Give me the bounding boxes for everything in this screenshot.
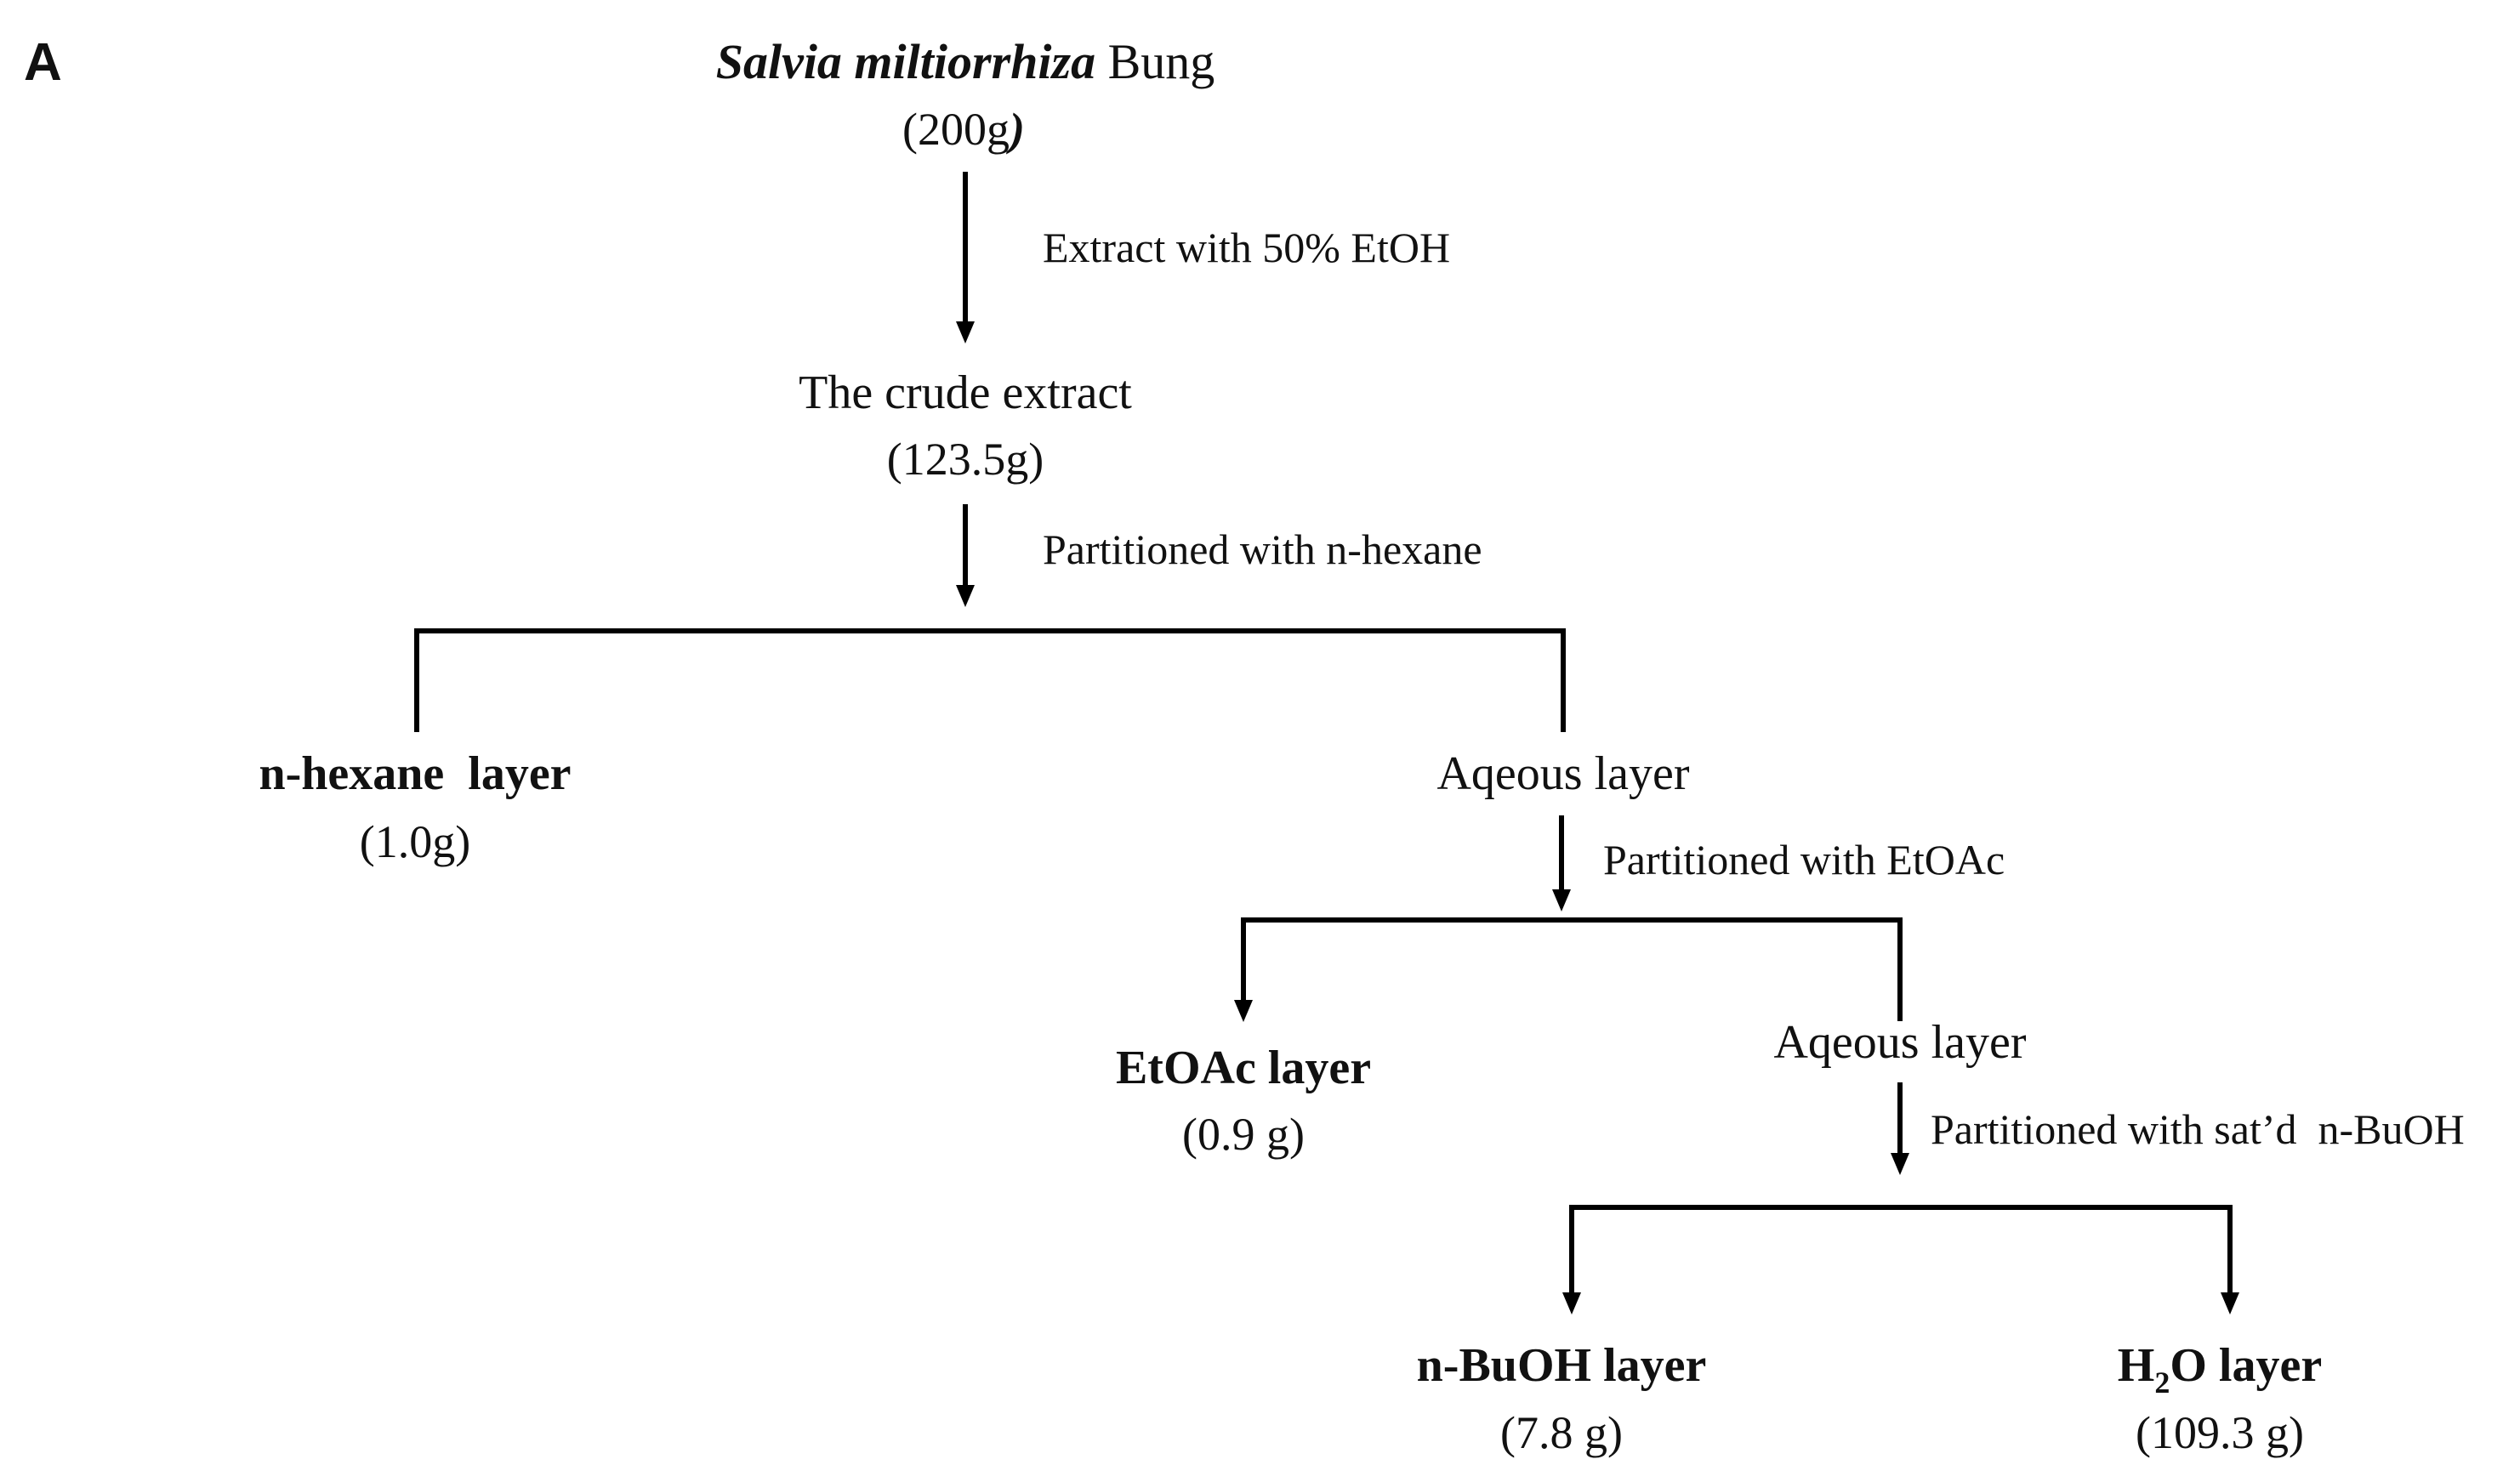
step-etoac-label: Partitioned with EtOAc <box>1603 836 2005 883</box>
step-extract-label: Extract with 50% EtOH <box>1043 224 1450 271</box>
crude-extract-amount: (123.5g) <box>887 434 1044 485</box>
buoh-layer-amount: (7.8 g) <box>1500 1407 1623 1458</box>
arrowhead-buoh-right <box>2221 1292 2239 1314</box>
buoh-layer-label: n-BuOH layer <box>1417 1339 1707 1392</box>
water-layer-amount: (109.3 g) <box>2136 1407 2304 1458</box>
etoac-layer-label: EtOAc layer <box>1116 1042 1371 1094</box>
water-layer-label: H2O layer <box>2118 1339 2322 1400</box>
aqueous-layer-1-label: Aqeous layer <box>1436 747 1689 800</box>
crude-extract-label: The crude extract <box>799 366 1132 419</box>
bracket-hexane-split <box>414 628 1566 732</box>
aqueous-layer-2-label: Aqeous layer <box>1773 1016 2026 1069</box>
arrowhead-etoac-partition <box>1552 889 1571 911</box>
hexane-layer-amount: (1.0g) <box>360 816 470 867</box>
source-amount: (200g) <box>902 104 1025 155</box>
step-buoh-label: Partitioned with sat’d n-BuOH <box>1931 1105 2465 1153</box>
source-species: Salvia miltiorrhiza <box>716 34 1095 89</box>
hexane-layer-label: n-hexane layer <box>259 747 571 800</box>
source-name: Salvia miltiorrhiza Bung <box>716 34 1215 89</box>
etoac-layer-amount: (0.9 g) <box>1182 1109 1305 1160</box>
water-label-h: H <box>2118 1339 2155 1392</box>
panel-label: A <box>24 33 62 92</box>
source-amount-open: (200g <box>902 104 1010 155</box>
source-amount-close: ) <box>1005 104 1025 155</box>
water-label-rest: O layer <box>2170 1339 2322 1392</box>
step-hexane-label: Partitioned with n-hexane <box>1043 525 1482 573</box>
arrowhead-extract <box>956 321 975 344</box>
water-label-subscript: 2 <box>2154 1366 2170 1400</box>
arrowhead-buoh-left <box>1562 1292 1581 1314</box>
arrowhead-buoh-partition <box>1891 1153 1909 1175</box>
source-species-suffix: Bung <box>1095 34 1214 89</box>
arrowhead-etoac-left <box>1234 1000 1253 1022</box>
arrowhead-hexane-partition <box>956 585 975 607</box>
